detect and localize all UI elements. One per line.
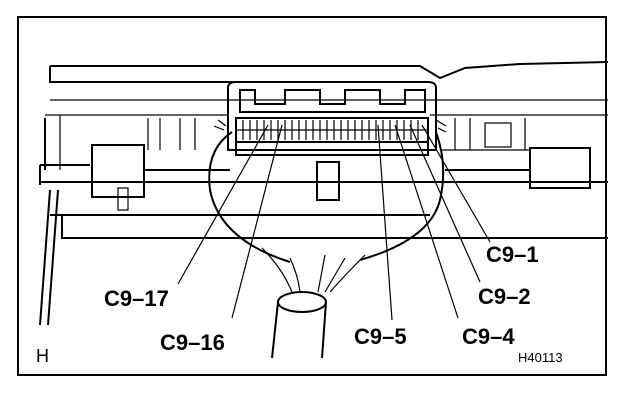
view-letter: H [36, 346, 49, 366]
label-c9-4: C9–4 [462, 324, 515, 349]
label-c9-16: C9–16 [160, 330, 225, 355]
label-c9-2: C9–2 [478, 284, 531, 309]
wire-harness [208, 131, 445, 359]
leader-c9-1 [421, 124, 491, 243]
connector-pins [236, 120, 428, 140]
figure-frame [17, 16, 607, 376]
leader-c9-16 [231, 124, 283, 319]
leader-c9-4 [394, 124, 459, 319]
connector-c9 [213, 81, 447, 156]
ecu-housing [39, 61, 609, 326]
label-c9-17: C9–17 [104, 286, 169, 311]
label-c9-5: C9–5 [354, 324, 407, 349]
leader-lines [177, 124, 491, 321]
figure-id: H40113 [518, 350, 563, 365]
leader-c9-2 [409, 124, 481, 283]
label-c9-1: C9–1 [486, 242, 539, 267]
leader-c9-5 [377, 124, 393, 321]
leader-c9-17 [177, 124, 269, 285]
